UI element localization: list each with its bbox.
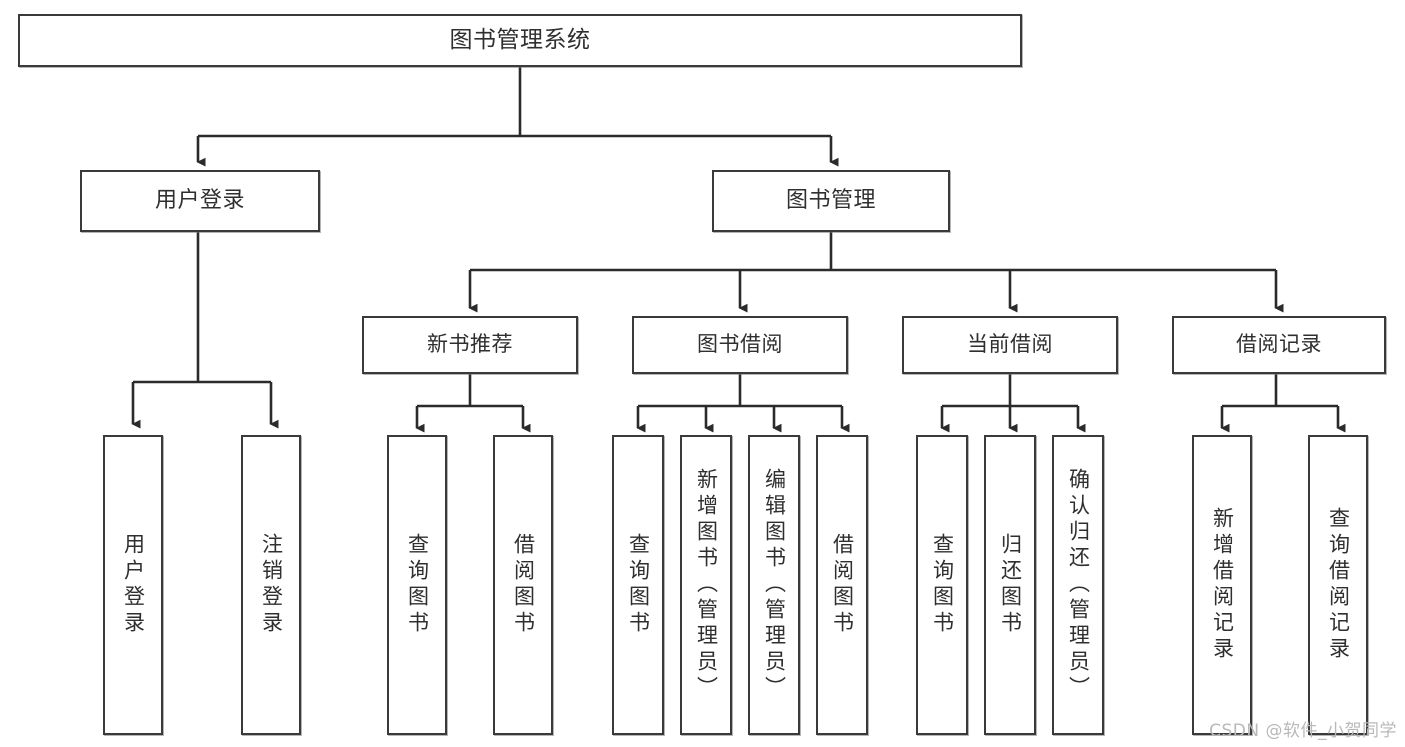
leaf-confirm-return-admin[interactable]: 确认归还（管理员）	[1052, 435, 1104, 735]
leaf-return-book[interactable]: 归还图书	[984, 435, 1036, 735]
leaf-current-query-book[interactable]: 查询图书	[916, 435, 968, 735]
node-current-borrow[interactable]: 当前借阅	[902, 316, 1118, 374]
node-label: 确认归还（管理员）	[1066, 468, 1091, 702]
node-user-login[interactable]: 用户登录	[80, 170, 320, 232]
node-label: 新书推荐	[427, 332, 513, 357]
leaf-add-book-admin[interactable]: 新增图书（管理员）	[680, 435, 732, 735]
node-label: 归还图书	[998, 533, 1023, 637]
node-book-management[interactable]: 图书管理	[712, 170, 950, 232]
node-book-borrow[interactable]: 图书借阅	[632, 316, 848, 374]
node-label: 用户登录	[154, 187, 245, 213]
node-label: 编辑图书（管理员）	[762, 468, 787, 702]
leaf-edit-book-admin[interactable]: 编辑图书（管理员）	[748, 435, 800, 735]
node-label: 新增借阅记录	[1210, 507, 1235, 663]
node-label: 查询图书	[626, 533, 651, 637]
node-borrow-record[interactable]: 借阅记录	[1172, 316, 1386, 374]
node-new-book-recommend[interactable]: 新书推荐	[362, 316, 578, 374]
node-label: 借阅图书	[830, 533, 855, 637]
node-label: 图书借阅	[697, 332, 783, 357]
node-label: 查询图书	[930, 533, 955, 637]
node-label: 查询借阅记录	[1326, 507, 1351, 663]
leaf-user-logout[interactable]: 注销登录	[241, 435, 301, 735]
node-book-management-system[interactable]: 图书管理系统	[18, 14, 1022, 67]
leaf-add-borrow-record[interactable]: 新增借阅记录	[1192, 435, 1252, 735]
node-label: 新增图书（管理员）	[694, 468, 719, 702]
leaf-user-login[interactable]: 用户登录	[103, 435, 163, 735]
leaf-borrow-query-book[interactable]: 查询图书	[612, 435, 664, 735]
node-label: 借阅记录	[1236, 332, 1322, 357]
watermark: CSDN @软件_小贺同学	[1209, 721, 1397, 741]
node-label: 图书管理系统	[449, 27, 591, 54]
leaf-new-book-query[interactable]: 查询图书	[387, 435, 447, 735]
leaf-query-borrow-record[interactable]: 查询借阅记录	[1308, 435, 1368, 735]
node-label: 当前借阅	[967, 332, 1053, 357]
node-label: 注销登录	[259, 533, 284, 637]
node-label: 借阅图书	[511, 533, 536, 637]
node-label: 用户登录	[121, 533, 146, 637]
node-label: 图书管理	[785, 187, 876, 213]
leaf-borrow-book[interactable]: 借阅图书	[816, 435, 868, 735]
leaf-new-book-borrow[interactable]: 借阅图书	[493, 435, 553, 735]
node-label: 查询图书	[405, 533, 430, 637]
